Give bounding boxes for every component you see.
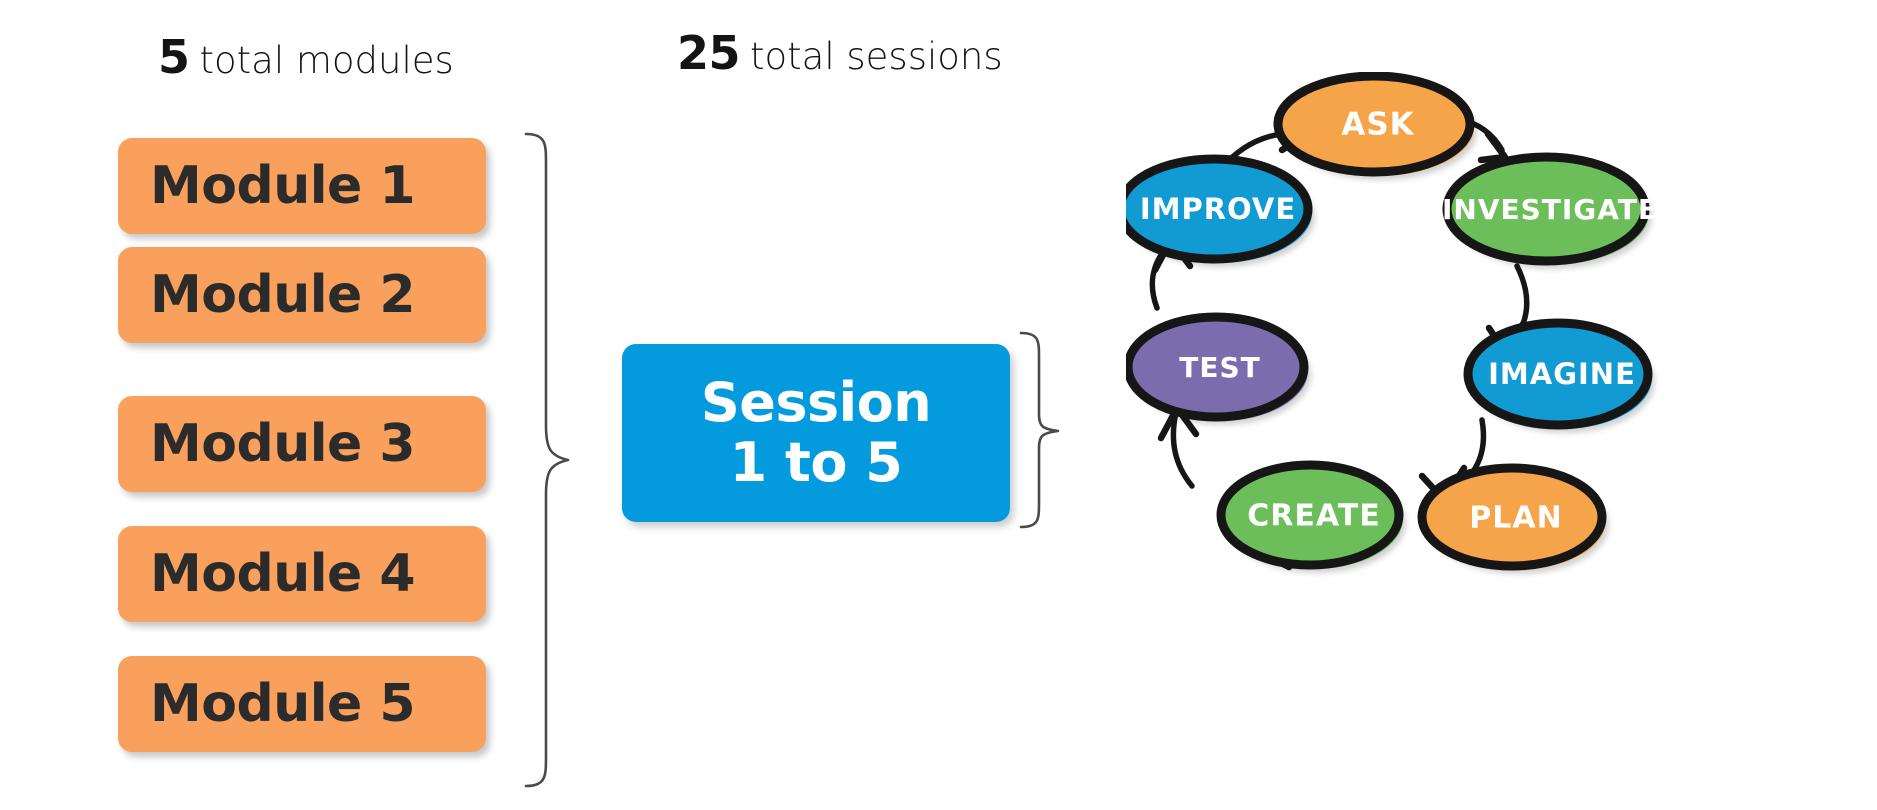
cycle-node-imagine[interactable]: IMAGINE (1463, 318, 1653, 430)
cycle-node-create[interactable]: CREATE (1216, 460, 1404, 570)
cycle-node-investigate-outline (1442, 152, 1650, 266)
cycle-svg: ASK INVESTIGATE IMAGINE PLAN CREATE TEST… (1126, 72, 1658, 571)
cycle-node-plan[interactable]: PLAN (1417, 463, 1607, 571)
modules-brace-icon (524, 132, 570, 788)
cycle-node-create-label: CREATE (1247, 499, 1380, 534)
cycle-node-improve-label: IMPROVE (1140, 192, 1296, 226)
cycle-node-test-label: TEST (1179, 351, 1261, 384)
module-chip-2[interactable]: Module 2 (118, 247, 486, 343)
module-chip-1[interactable]: Module 1 (118, 138, 486, 234)
arrow-create-to-test (1157, 404, 1200, 489)
session-chip-line-1: Session (700, 370, 932, 434)
module-chip-label: Module 2 (150, 265, 416, 325)
cycle-node-imagine-outline (1463, 318, 1653, 430)
cycle-node-ask-label: ASK (1341, 107, 1414, 143)
cycle-node-plan-outline (1417, 463, 1607, 571)
module-chip-5[interactable]: Module 5 (118, 656, 486, 752)
cycle-node-create-outline (1216, 460, 1404, 570)
cycle-node-improve-outline (1126, 154, 1313, 264)
cycle-node-test[interactable]: TEST (1126, 312, 1309, 422)
modules-count: 5 (158, 30, 190, 84)
module-chip-label: Module 3 (150, 414, 416, 474)
module-chip-label: Module 5 (150, 674, 416, 734)
cycle-node-investigate-label: INVESTIGATE (1442, 193, 1658, 226)
module-chip-3[interactable]: Module 3 (118, 396, 486, 492)
cycle-node-test-outline (1126, 312, 1309, 422)
cycle-node-ask[interactable]: ASK (1273, 72, 1475, 177)
engineering-design-cycle-diagram: ASK INVESTIGATE IMAGINE PLAN CREATE TEST… (1126, 72, 1720, 696)
sessions-count: 25 (677, 26, 741, 80)
module-chip-label: Module 4 (150, 544, 416, 604)
cycle-node-investigate[interactable]: INVESTIGATE (1442, 152, 1658, 266)
cycle-node-ask-outline (1273, 72, 1475, 177)
modules-count-label: total modules (199, 39, 454, 82)
module-chip-4[interactable]: Module 4 (118, 526, 486, 622)
sessions-count-label: total sessions (750, 35, 1003, 78)
cycle-node-imagine-label: IMAGINE (1488, 357, 1636, 391)
cycle-node-plan-label: PLAN (1469, 501, 1562, 536)
cycle-node-improve[interactable]: IMPROVE (1126, 154, 1313, 264)
session-chip-line-2: 1 to 5 (729, 431, 903, 494)
session-chip[interactable]: Session 1 to 5 (622, 344, 1010, 522)
sessions-brace-icon (1019, 331, 1060, 529)
module-chip-label: Module 1 (150, 156, 416, 216)
